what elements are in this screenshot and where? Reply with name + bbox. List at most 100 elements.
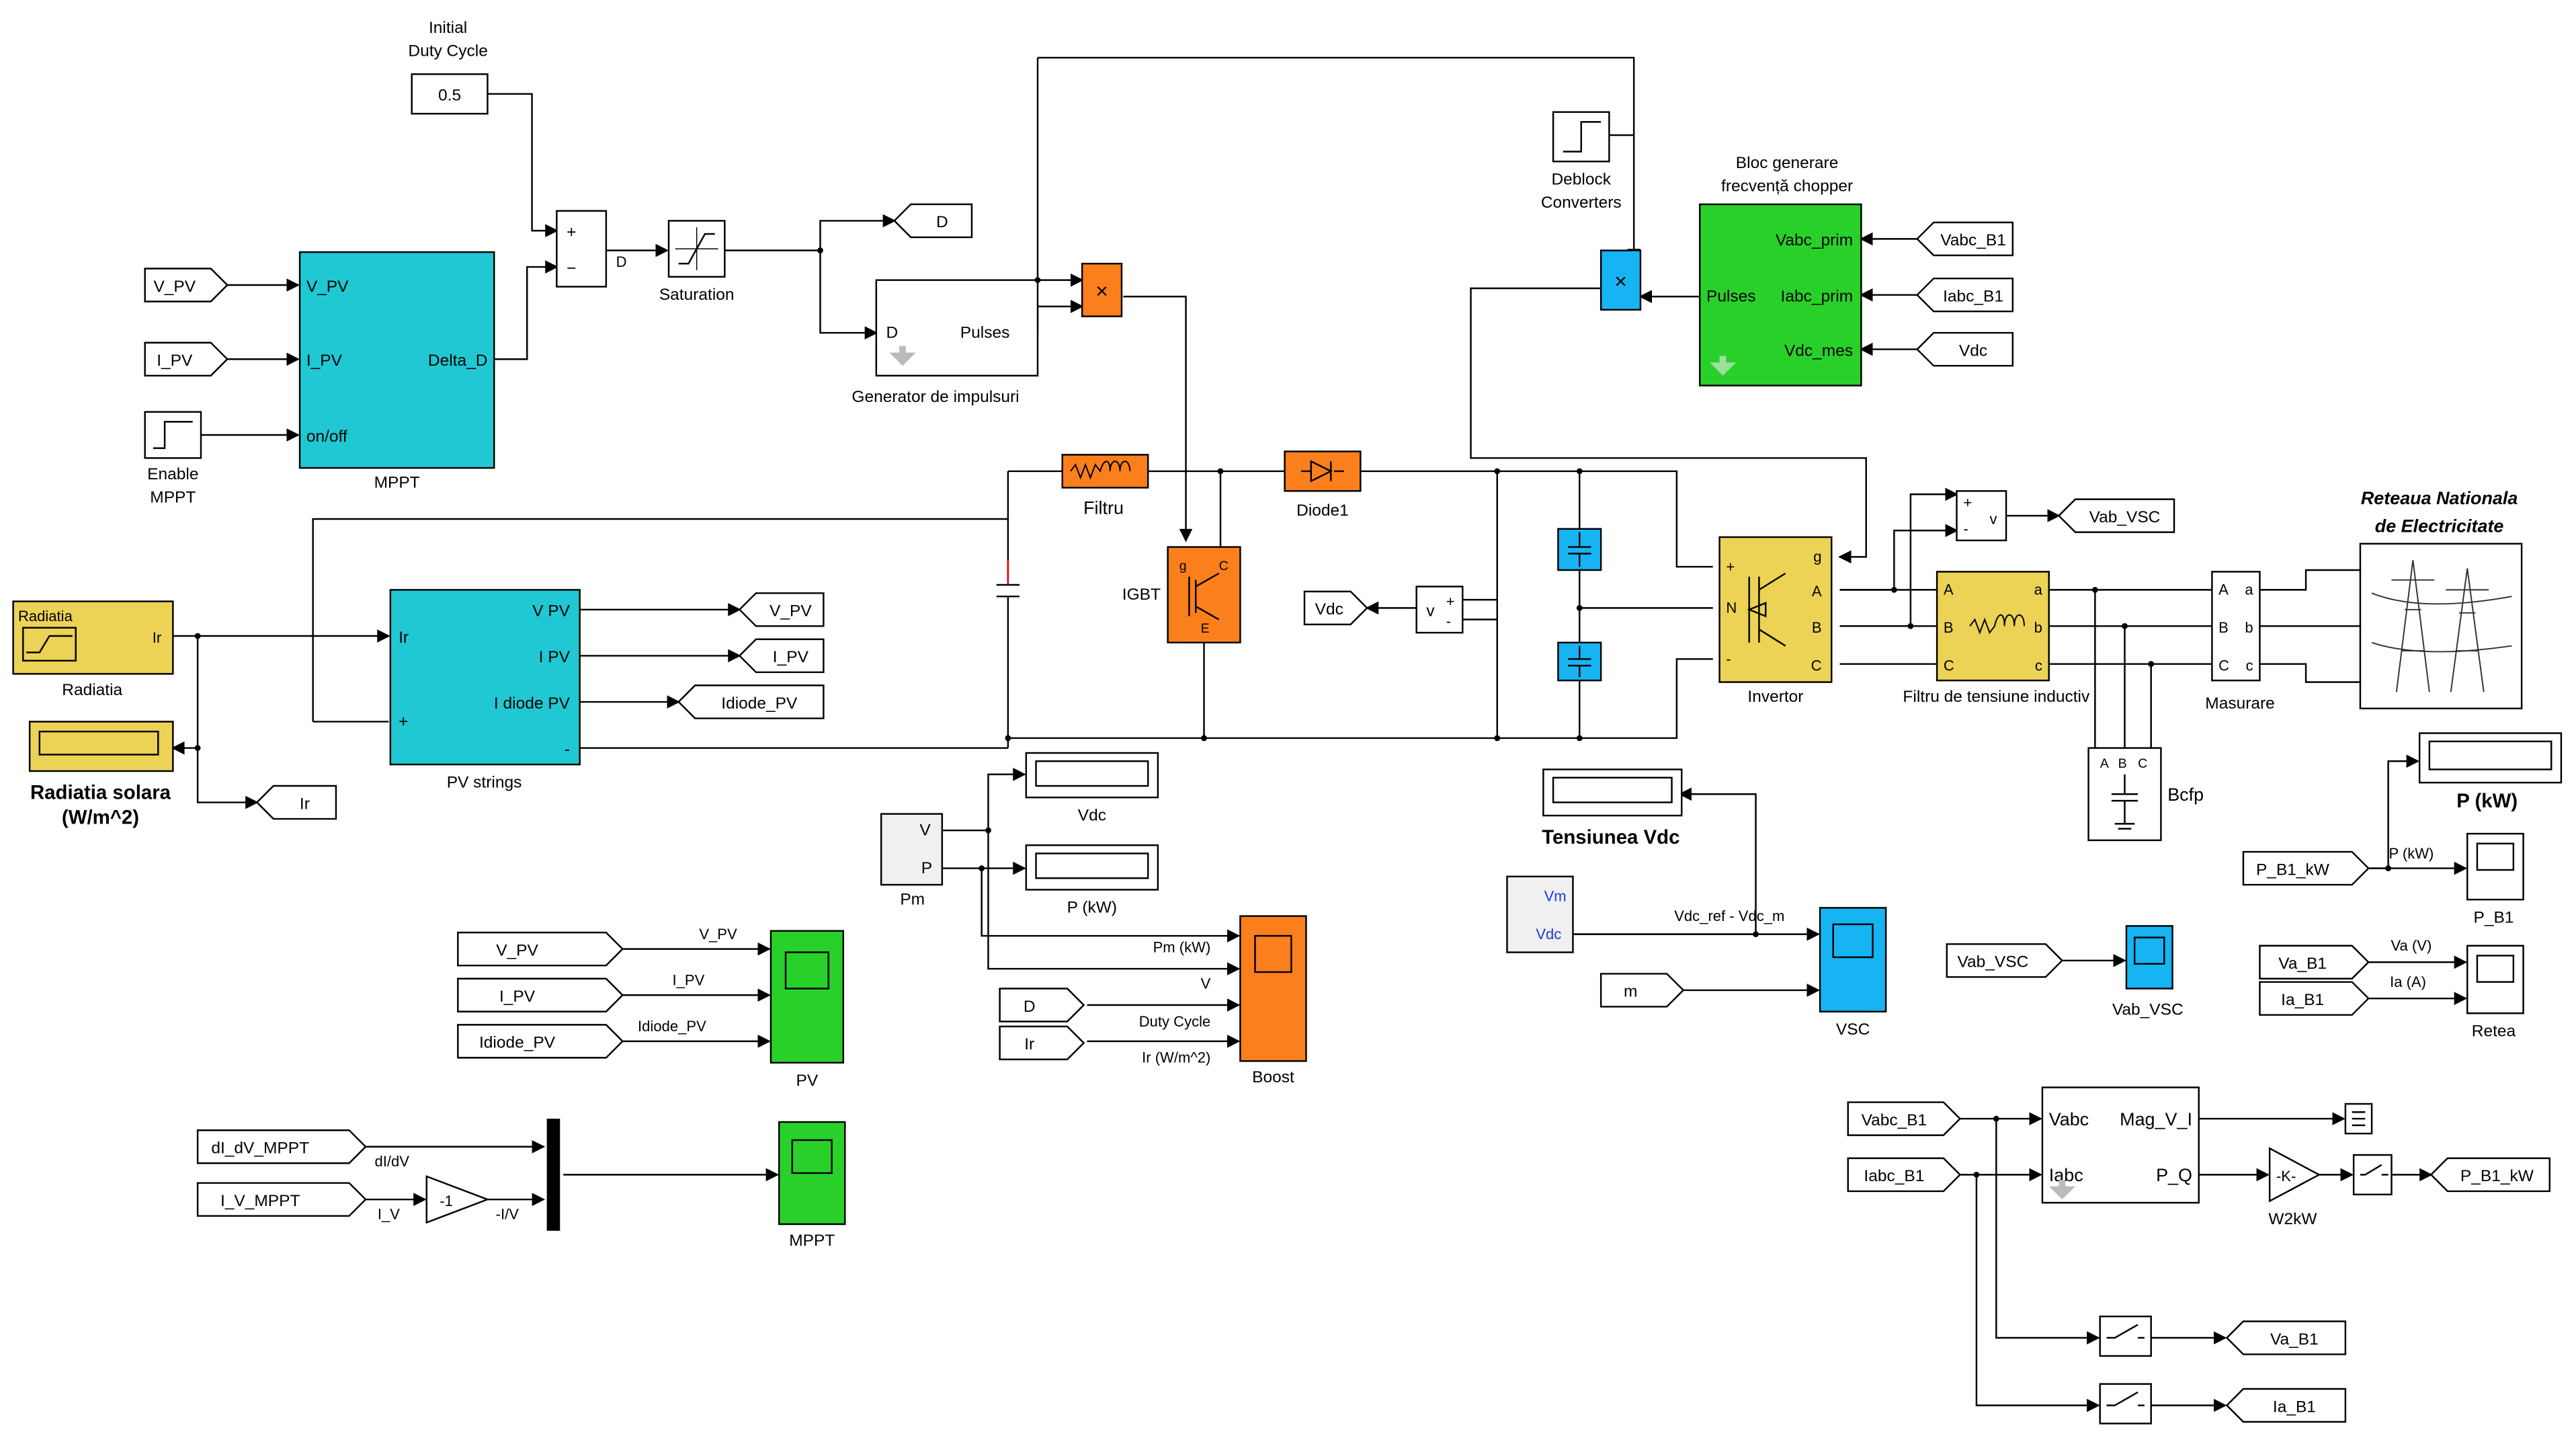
- chopper-frequency-block[interactable]: [1698, 203, 1862, 387]
- from-vab-vsc[interactable]: [1946, 943, 2064, 978]
- from-vabc-b1-top[interactable]: [1915, 221, 2014, 257]
- vdc-display-label: Vdc: [1078, 806, 1106, 824]
- retea-scope-label: Retea: [2472, 1023, 2516, 1041]
- sum-block[interactable]: [556, 210, 608, 288]
- from-vdc-top[interactable]: [1915, 331, 2014, 367]
- from-iabc-b1-top-label: Iabc_B1: [1943, 288, 2003, 306]
- goto-vdc[interactable]: [1303, 590, 1368, 626]
- from-vabc-b1[interactable]: [1847, 1101, 1962, 1136]
- vdc-voltage-measurement[interactable]: [1415, 586, 1464, 634]
- enable-mppt-label-1: Enable: [147, 465, 198, 483]
- w2kw-gain[interactable]: [2268, 1147, 2321, 1203]
- selector-va[interactable]: [2099, 1315, 2152, 1357]
- initial-duty-title-2: Duty Cycle: [408, 42, 487, 60]
- from-p-b1-kw-label: P_B1_kW: [2256, 861, 2330, 879]
- bcfp-b: B: [2118, 756, 2127, 771]
- goto-vab-vsc-label: Vab_VSC: [2089, 508, 2161, 526]
- pv-scope[interactable]: [770, 930, 845, 1064]
- enable-mppt-step[interactable]: [144, 411, 202, 459]
- vsc-vdc-port: Vdc: [1536, 926, 1561, 943]
- from-v-pv[interactable]: [144, 268, 228, 303]
- goto-p-b1-kw[interactable]: [2429, 1157, 2551, 1193]
- saturation-label: Saturation: [659, 286, 735, 304]
- step-icon: [1563, 121, 1602, 153]
- measurement-block[interactable]: [2211, 571, 2261, 682]
- filter-a-out: a: [2034, 582, 2043, 598]
- from-i-pv-scope-label: I_PV: [499, 988, 536, 1006]
- goto-d[interactable]: [893, 203, 973, 239]
- goto-i-pv[interactable]: [738, 638, 825, 674]
- from-iv-mppt[interactable]: [196, 1182, 367, 1217]
- igbt-block[interactable]: [1167, 546, 1241, 644]
- goto-ia-b1-label: Ia_B1: [2273, 1398, 2316, 1416]
- mux-block[interactable]: [546, 1119, 560, 1231]
- from-i-pv-scope[interactable]: [457, 977, 624, 1013]
- scope-icon: [2476, 842, 2515, 871]
- enable-mppt-label-2: MPPT: [150, 488, 196, 506]
- mppt-block[interactable]: [298, 251, 495, 469]
- from-va-b1[interactable]: [2259, 945, 2370, 979]
- grid-title-2: de Electricitate: [2375, 516, 2504, 536]
- selector-icon: [2106, 1391, 2145, 1406]
- goto-vab-vsc[interactable]: [2057, 498, 2175, 533]
- pv-out-v: V PV: [532, 602, 570, 621]
- pq-in-iabc: Iabc: [2049, 1165, 2083, 1185]
- inverter-block[interactable]: [1718, 536, 1833, 683]
- from-i-pv[interactable]: [144, 342, 228, 377]
- from-didv-mppt[interactable]: [196, 1129, 367, 1164]
- mask-arrow-icon: [889, 346, 916, 366]
- pq-measurement-block[interactable]: [2041, 1086, 2200, 1204]
- gain-minus-one[interactable]: [425, 1175, 490, 1224]
- pm-block[interactable]: [880, 813, 944, 886]
- national-grid-block[interactable]: [2359, 543, 2523, 710]
- goto-idiode-pv[interactable]: [677, 684, 825, 719]
- vab-voltage-measurement[interactable]: [1956, 490, 2007, 542]
- inv-minus: -: [1726, 651, 1731, 668]
- vab-vsc-scope-label: Vab_VSC: [2112, 1001, 2184, 1019]
- from-didv-mppt-label: dI_dV_MPPT: [211, 1139, 309, 1158]
- selector-ia[interactable]: [2099, 1383, 2152, 1425]
- from-ir-label: Ir: [1024, 1035, 1034, 1053]
- rl-filter-icon: [1969, 614, 2025, 635]
- from-ia-b1[interactable]: [2259, 981, 2370, 1016]
- filter-c-out: c: [2035, 657, 2042, 674]
- from-vab-vsc-label: Vab_VSC: [1958, 953, 2029, 971]
- pv-sig-v: V_PV: [699, 926, 737, 943]
- measurement-label: Masurare: [2205, 694, 2274, 713]
- initial-duty-constant[interactable]: [411, 73, 489, 115]
- vsc-scope[interactable]: [1819, 907, 1887, 1013]
- product-block-blue[interactable]: [1599, 249, 1642, 311]
- from-d[interactable]: [999, 988, 1085, 1023]
- from-m[interactable]: [1599, 973, 1685, 1008]
- inductive-filter-block[interactable]: [1936, 571, 2050, 682]
- filter-rl-block[interactable]: [1061, 454, 1149, 489]
- boost-sig-pm: Pm (kW): [1153, 939, 1211, 956]
- junction-dots: [194, 247, 2392, 1178]
- radiation-out-port: Ir: [153, 629, 161, 646]
- pq-out-pq: P_Q: [2156, 1165, 2192, 1185]
- diode-block[interactable]: [1284, 450, 1362, 492]
- from-v-pv-scope-label: V_PV: [496, 941, 538, 959]
- goto-va-b1[interactable]: [2225, 1320, 2347, 1355]
- goto-ir[interactable]: [255, 785, 337, 820]
- bcfp-capacitor-icon: [2111, 774, 2138, 830]
- pv-strings-block[interactable]: [389, 589, 581, 766]
- power-display-label: P (kW): [1067, 899, 1117, 917]
- goto-ia-b1[interactable]: [2225, 1388, 2347, 1423]
- igbt-icon: [1188, 572, 1220, 621]
- goto-v-pv[interactable]: [738, 592, 825, 627]
- from-ir[interactable]: [999, 1025, 1085, 1061]
- tensiunea-vdc-label: Tensiunea Vdc: [1542, 826, 1679, 848]
- p-b1-scope-label: P_B1: [2473, 908, 2513, 926]
- product-block-orange[interactable]: [1081, 262, 1123, 317]
- scope-icon: [2133, 936, 2165, 965]
- from-iv-mppt-label: I_V_MPPT: [220, 1192, 300, 1210]
- from-iabc-b1-top[interactable]: [1915, 277, 2014, 313]
- from-idiode-pv-scope[interactable]: [457, 1024, 624, 1059]
- from-vabc-b1-top-label: Vabc_B1: [1940, 231, 2006, 249]
- from-v-pv-scope[interactable]: [457, 931, 624, 967]
- from-p-b1-kw[interactable]: [2242, 850, 2370, 886]
- from-iabc-b1[interactable]: [1847, 1157, 1962, 1193]
- vsc-control-block[interactable]: [1506, 875, 1574, 953]
- goto-vdc-label: Vdc: [1315, 600, 1343, 618]
